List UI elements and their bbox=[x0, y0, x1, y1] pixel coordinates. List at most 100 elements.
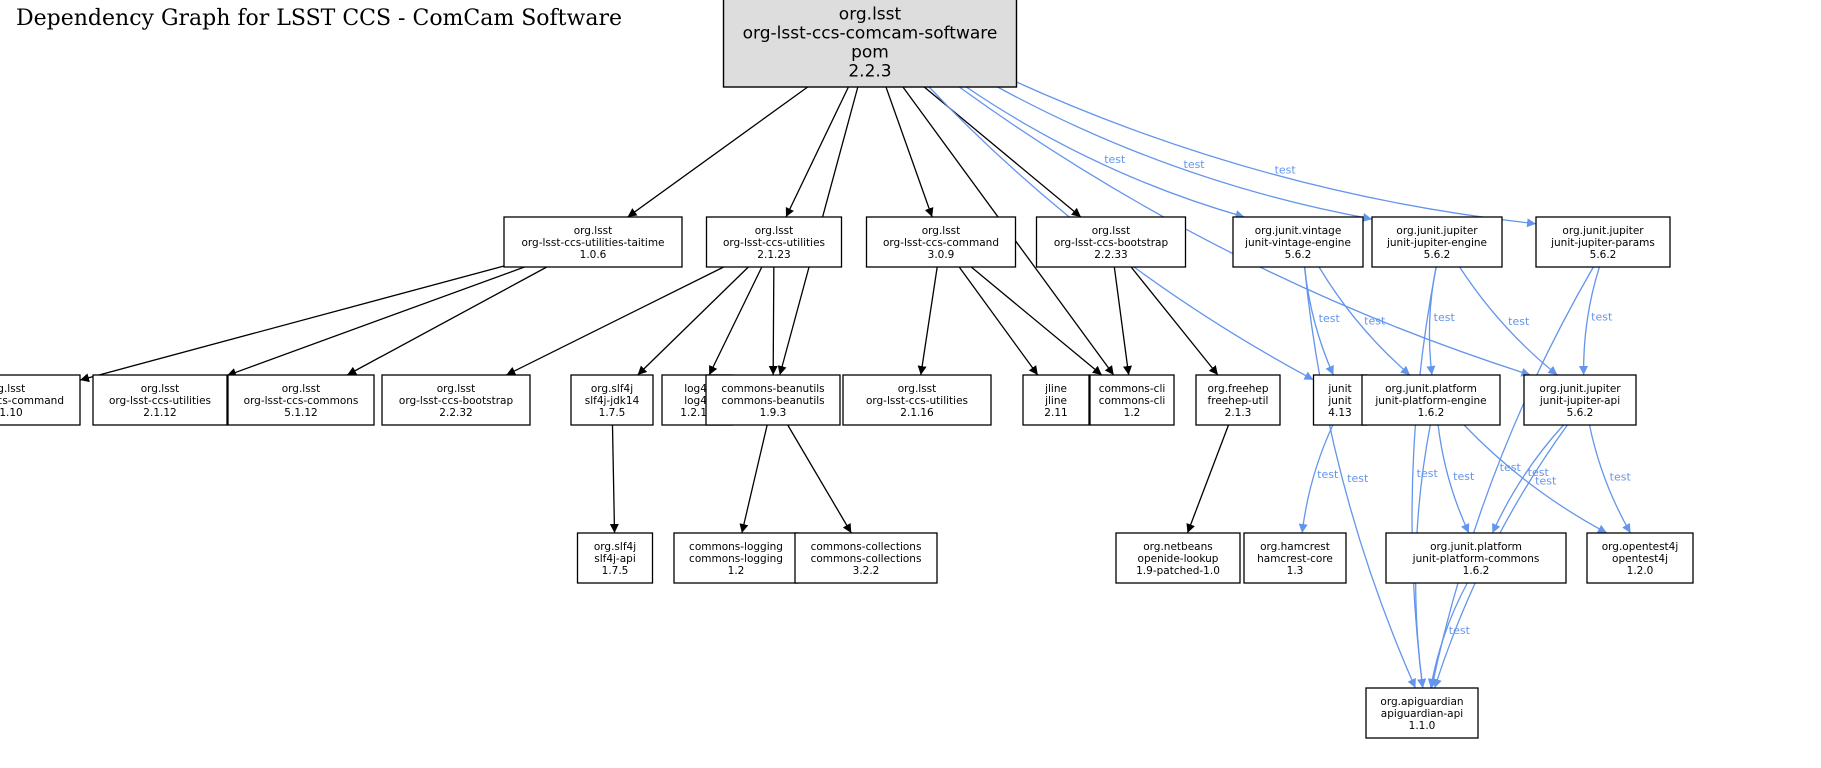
node-box bbox=[1115, 532, 1241, 584]
node-label-line: junit-jupiter-params bbox=[1550, 237, 1655, 249]
edge-utilities2123-to-bootstrap2232 bbox=[506, 266, 724, 376]
node-taitime: org.lsstorg-lsst-ccs-utilities-taitime1.… bbox=[503, 216, 683, 268]
edge-label: test bbox=[1417, 467, 1439, 480]
edge-label: test bbox=[1434, 311, 1456, 324]
edge-line bbox=[965, 86, 1245, 219]
node-openide: org.netbeansopenide-lookup1.9-patched-1.… bbox=[1115, 532, 1241, 584]
node-label-line: 1.6.2 bbox=[1418, 407, 1445, 419]
edge-root-to-jupiter_engine: test bbox=[997, 86, 1373, 222]
node-box bbox=[722, 0, 1018, 88]
edge-line bbox=[609, 424, 619, 534]
node-label-line: 4.13 bbox=[1328, 407, 1351, 419]
node-label-line: org-lsst-ccs-bootstrap bbox=[399, 395, 514, 407]
node-label-line: 3.0.9 bbox=[928, 249, 955, 261]
node-box bbox=[1535, 216, 1671, 268]
node-box bbox=[705, 216, 843, 268]
node-label-line: 2.1.10 bbox=[0, 407, 23, 419]
node-label-line: org-lsst-ccs-utilities bbox=[723, 237, 825, 249]
edge-command309-to-utilities2116 bbox=[917, 266, 938, 376]
edge-line bbox=[768, 266, 778, 376]
node-label-line: org.apiguardian bbox=[1380, 696, 1463, 708]
node-label-line: junit-platform-commons bbox=[1412, 553, 1540, 565]
node-box bbox=[570, 374, 654, 426]
edge-line bbox=[739, 424, 768, 534]
node-label-line: org.junit.jupiter bbox=[1539, 383, 1621, 395]
edge-line bbox=[346, 266, 548, 376]
edge-line bbox=[1491, 424, 1565, 534]
node-label-line: org-lsst-ccs-command bbox=[883, 237, 999, 249]
node-label-line: jline bbox=[1044, 395, 1067, 407]
node-label-line: org.lsst bbox=[0, 383, 25, 395]
node-label-line: slf4j-api bbox=[594, 553, 636, 565]
node-label-line: 1.7.5 bbox=[599, 407, 626, 419]
edge-jupiter_params-to-jupiter_api: test bbox=[1579, 266, 1613, 376]
edge-label: test bbox=[1317, 468, 1339, 481]
edge-line bbox=[1459, 266, 1558, 376]
node-label-line: 5.6.2 bbox=[1590, 249, 1617, 261]
node-label-line: 1.6.2 bbox=[1463, 565, 1490, 577]
edge-root-to-jupiter_params: test bbox=[1016, 81, 1537, 228]
node-label-line: commons-logging bbox=[689, 541, 783, 553]
graph-title: Dependency Graph for LSST CCS - ComCam S… bbox=[16, 6, 623, 31]
edge-line bbox=[885, 86, 934, 218]
node-box bbox=[1022, 374, 1090, 426]
edge-root-to-command309 bbox=[885, 86, 934, 218]
node-label-line: commons-collections bbox=[811, 553, 922, 565]
edge-label: test bbox=[1508, 315, 1530, 328]
edge-label: test bbox=[1591, 310, 1613, 323]
node-label-line: 1.2 bbox=[728, 565, 745, 577]
edge-root-to-vintage: test bbox=[965, 86, 1245, 219]
node-box bbox=[1243, 532, 1347, 584]
edge-vintage-to-platform_engine: test bbox=[1318, 266, 1411, 376]
node-label-line: org.freehep bbox=[1207, 383, 1268, 395]
edge-utilities2123-to-log4j bbox=[708, 266, 763, 376]
edge-line bbox=[708, 266, 763, 376]
node-label-line: 1.2 bbox=[1124, 407, 1141, 419]
node-platform_commons: org.junit.platformjunit-platform-commons… bbox=[1385, 532, 1567, 584]
edge-label: test bbox=[1364, 315, 1386, 328]
node-box bbox=[1232, 216, 1364, 268]
edge-platform_commons-to-apiguardian: test bbox=[1427, 582, 1471, 689]
node-label-line: org.slf4j bbox=[591, 383, 633, 395]
edge-command309-to-commons_cli bbox=[970, 266, 1103, 376]
node-box bbox=[227, 374, 375, 426]
edge-line bbox=[1298, 424, 1334, 534]
node-label-line: junit-jupiter-engine bbox=[1386, 237, 1487, 249]
edge-line bbox=[1463, 424, 1608, 534]
node-label-line: org.junit.platform bbox=[1430, 541, 1522, 553]
node-label-line: org.lsst bbox=[755, 225, 794, 237]
node-platform_engine: org.junit.platformjunit-platform-engine1… bbox=[1361, 374, 1501, 426]
node-label-line: 3.2.2 bbox=[853, 565, 880, 577]
edge-junit-to-hamcrest: test bbox=[1298, 424, 1339, 534]
edge-beanutils-to-collections bbox=[787, 424, 852, 534]
node-label-line: jline bbox=[1044, 383, 1067, 395]
node-box bbox=[1371, 216, 1503, 268]
edge-line bbox=[1437, 424, 1470, 534]
edge-line bbox=[1130, 266, 1219, 376]
node-label-line: commons-cli bbox=[1099, 383, 1166, 395]
edge-line bbox=[1186, 424, 1230, 534]
node-box bbox=[1361, 374, 1501, 426]
node-label-line: 2.2.32 bbox=[439, 407, 472, 419]
edge-root-to-bootstrap2233 bbox=[923, 86, 1082, 218]
edge-beanutils-to-logging bbox=[739, 424, 768, 534]
node-label-line: org.opentest4j bbox=[1602, 541, 1679, 553]
node-label-line: org-lsst-ccs-utilities bbox=[866, 395, 968, 407]
node-label-line: org.lsst bbox=[437, 383, 476, 395]
edge-line bbox=[627, 86, 809, 218]
node-label-line: org-lsst-ccs-command bbox=[0, 395, 64, 407]
node-label-line: org.junit.jupiter bbox=[1562, 225, 1644, 237]
edge-jupiter_engine-to-jupiter_api: test bbox=[1459, 266, 1558, 376]
